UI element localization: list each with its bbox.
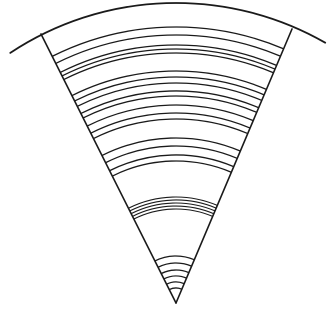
concentric-arc	[84, 96, 256, 118]
concentric-arc	[161, 270, 189, 273]
concentric-arc	[155, 256, 194, 261]
concentric-arc	[169, 288, 182, 290]
concentric-arc	[75, 77, 263, 101]
concentric-arc	[158, 263, 191, 267]
concentric-arc	[110, 155, 233, 171]
concentric-arc	[106, 146, 237, 163]
right-edge-line	[176, 29, 292, 303]
concentric-arc	[88, 105, 253, 126]
concentric-arc	[53, 27, 283, 56]
concentric-arc	[113, 161, 231, 176]
left-edge-line	[41, 34, 176, 303]
concentric-arc	[167, 282, 185, 284]
concentric-arcs	[53, 27, 283, 290]
concentric-arc	[164, 276, 187, 279]
